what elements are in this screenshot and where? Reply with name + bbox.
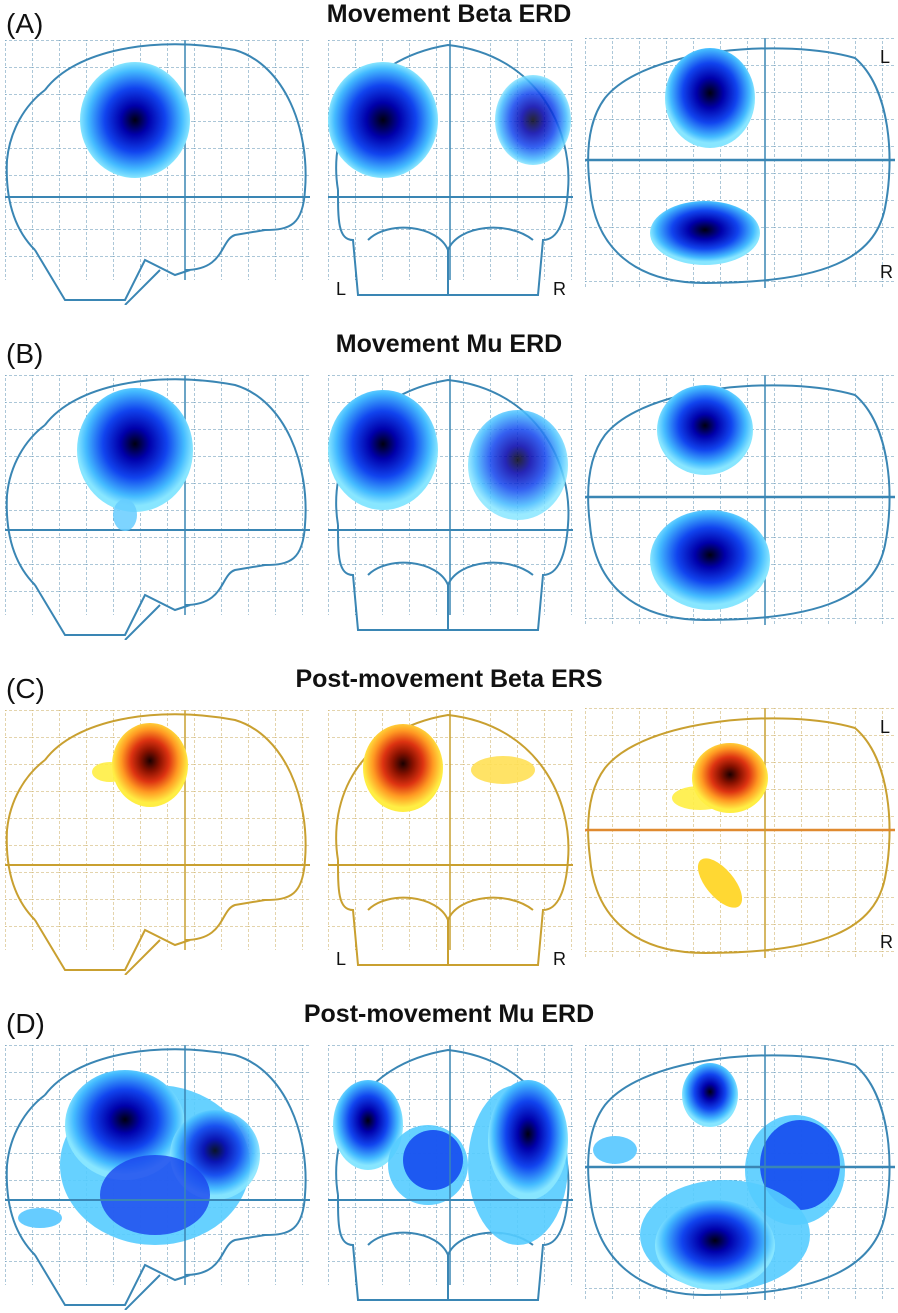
activation-blob (80, 62, 190, 178)
axial-view-a: L R (585, 38, 895, 288)
activation-blob-left (333, 1080, 403, 1170)
panel-letter-d: (D) (6, 1008, 45, 1039)
sagittal-view-a (5, 40, 310, 305)
sagittal-view-c (5, 710, 310, 975)
sagittal-view-b (5, 375, 310, 640)
brain-outline (5, 378, 307, 640)
right-label: R (880, 932, 893, 952)
left-label: L (336, 279, 346, 299)
left-label: L (880, 717, 890, 737)
coronal-view-a: L R (328, 40, 573, 305)
right-label: R (880, 262, 893, 282)
activation-blob-top (665, 48, 755, 148)
coronal-view-c: L R (328, 710, 573, 975)
activation-blob (65, 1070, 185, 1180)
left-label: L (880, 47, 890, 67)
sagittal-view-d (5, 1045, 310, 1310)
activation-blob-right (495, 75, 571, 165)
activation-blob (112, 723, 188, 807)
panel-a: (A) Movement Beta ERD (0, 0, 898, 310)
panel-letter-b: (B) (6, 338, 44, 369)
coronal-view-b (328, 375, 573, 640)
panel-c: (C) Post-movement Beta ERS (0, 665, 898, 975)
left-label: L (336, 949, 346, 969)
activation-blob-left (328, 390, 438, 510)
brain-outline (587, 47, 891, 285)
right-label: R (553, 279, 566, 299)
panel-title-d: Post-movement Mu ERD (303, 1000, 595, 1028)
panel-title-c: Post-movement Beta ERS (295, 665, 603, 693)
axial-view-d (585, 1045, 895, 1300)
panel-letter-a: (A) (6, 8, 44, 39)
activation-blob-bottom (650, 510, 770, 610)
brain-outline (5, 713, 307, 975)
panel-b: (B) Movement Mu ERD (0, 330, 898, 640)
activation-blob-left (363, 724, 443, 812)
activation-blob-left (328, 62, 438, 178)
activation-blob (77, 388, 193, 512)
panel-d: (D) Post-movement Mu ERD (0, 1000, 898, 1313)
activation-blob-top (682, 1063, 738, 1127)
activation-blob-bottom (650, 201, 760, 265)
activation-blob-right (468, 410, 568, 520)
brain-outline (5, 43, 307, 305)
axial-view-b (585, 375, 895, 625)
axial-view-c: L R (585, 708, 895, 958)
activation-blob-top (657, 385, 753, 475)
activation-blob-top (692, 743, 768, 813)
activation-blob-bottom (655, 1200, 775, 1290)
right-label: R (553, 949, 566, 969)
activation-blob-bottom (697, 858, 743, 908)
panel-title-a: Movement Beta ERD (326, 0, 572, 28)
activation-blob-right (471, 756, 535, 784)
coronal-view-d (328, 1045, 573, 1310)
panel-letter-c: (C) (6, 673, 45, 704)
activation-blob-right (488, 1080, 568, 1200)
panel-title-b: Movement Mu ERD (335, 330, 563, 358)
